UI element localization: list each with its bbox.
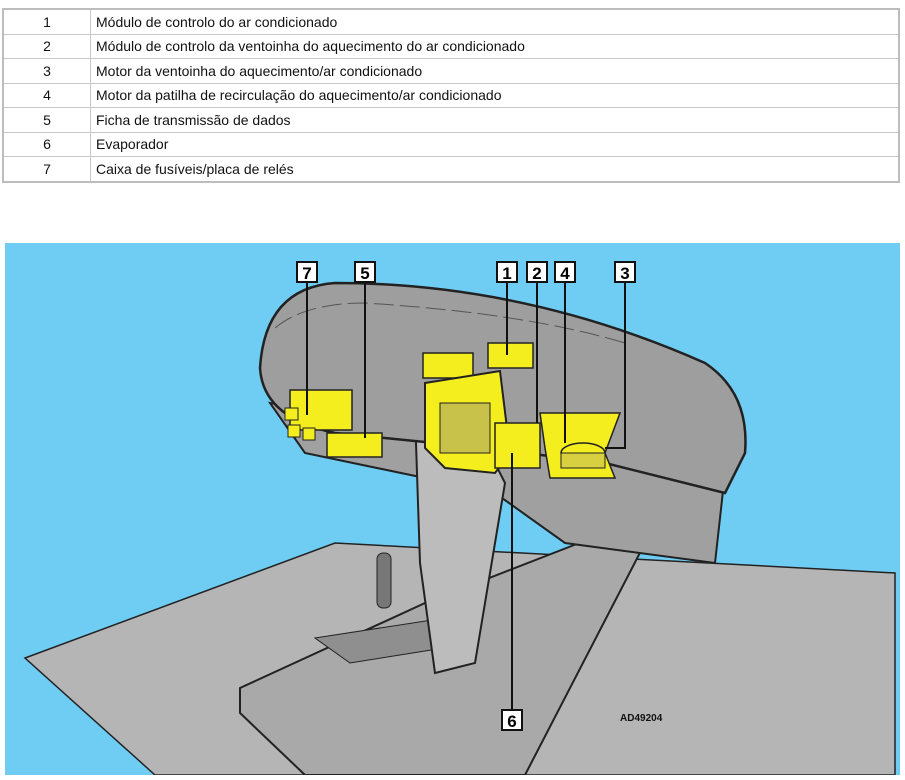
item-number: 2 [2, 33, 91, 59]
item-description: Motor da ventoinha do aquecimento/ar con… [90, 58, 900, 84]
svg-text:2: 2 [532, 264, 541, 283]
svg-text:3: 3 [620, 264, 629, 283]
item-description: Motor da patilha de recirculação do aque… [90, 82, 900, 108]
callout-4: 4 [554, 261, 576, 283]
dashboard-illustration: 7 5 1 2 4 3 6 AD49204 [5, 243, 900, 775]
callout-leaders [306, 282, 626, 710]
heater-housing [422, 342, 534, 475]
svg-text:4: 4 [560, 264, 570, 283]
svg-text:6: 6 [507, 712, 516, 731]
item-description: Módulo de controlo do ar condicionado [90, 8, 900, 35]
item-description: Ficha de transmissão de dados [90, 107, 900, 133]
item-number: 5 [2, 107, 91, 133]
item-number: 3 [2, 58, 91, 84]
ac-control-module [487, 342, 534, 369]
evaporator [494, 422, 541, 469]
svg-text:1: 1 [502, 264, 511, 283]
item-number: 4 [2, 82, 91, 108]
svg-text:5: 5 [360, 264, 369, 283]
figure-reference: AD49204 [620, 713, 663, 724]
fuse-box [284, 389, 353, 441]
item-number: 6 [2, 131, 91, 157]
callout-7: 7 [296, 261, 318, 283]
callout-5: 5 [354, 261, 376, 283]
callout-1: 1 [496, 261, 518, 283]
data-link-connector [326, 432, 383, 458]
gear-lever [376, 552, 392, 609]
item-number: 1 [2, 8, 91, 35]
svg-text:7: 7 [302, 264, 311, 283]
item-description: Caixa de fusíveis/placa de relés [90, 156, 900, 182]
item-number: 7 [2, 156, 91, 182]
callout-2: 2 [526, 261, 548, 283]
blower-assembly [539, 412, 622, 479]
item-description: Evaporador [90, 131, 900, 157]
item-description: Módulo de controlo da ventoinha do aquec… [90, 33, 900, 59]
callout-3: 3 [614, 261, 636, 283]
callout-6: 6 [501, 709, 523, 731]
